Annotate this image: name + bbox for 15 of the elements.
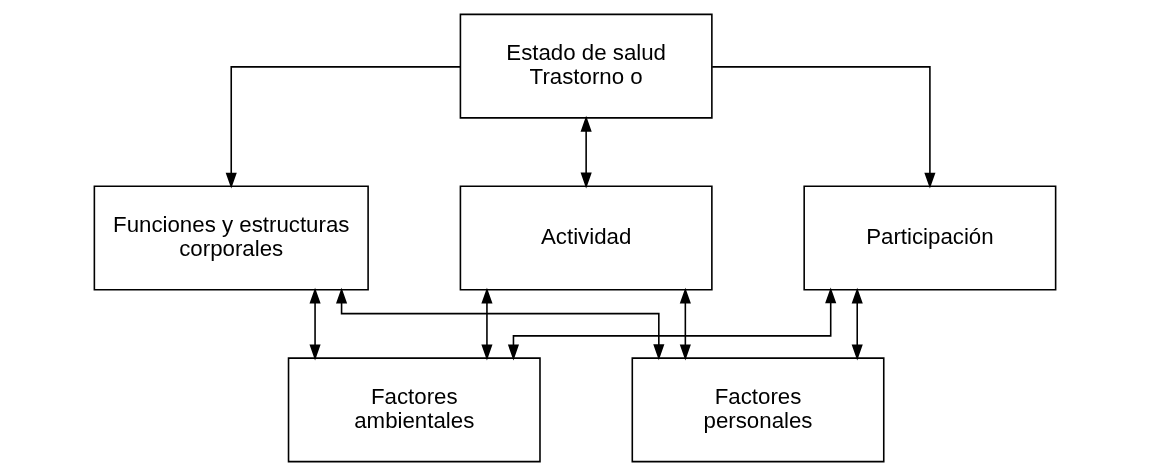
arrow (335, 287, 664, 361)
arrow (679, 287, 691, 361)
arrow (480, 287, 493, 361)
arrow (507, 287, 836, 361)
node-box: Factores ambientales (287, 357, 541, 463)
node-box: Participación (802, 185, 1056, 291)
node-box: Estado de salud Trastorno o (459, 13, 713, 119)
arrow (308, 287, 321, 361)
arrow (225, 66, 461, 189)
arrow (580, 115, 592, 189)
node-box: Factores personales (631, 357, 885, 463)
arrow (710, 66, 935, 189)
node-box: Funciones y estructuras corporales (93, 185, 369, 291)
node-box: Actividad (459, 185, 713, 291)
arrow (851, 287, 863, 361)
